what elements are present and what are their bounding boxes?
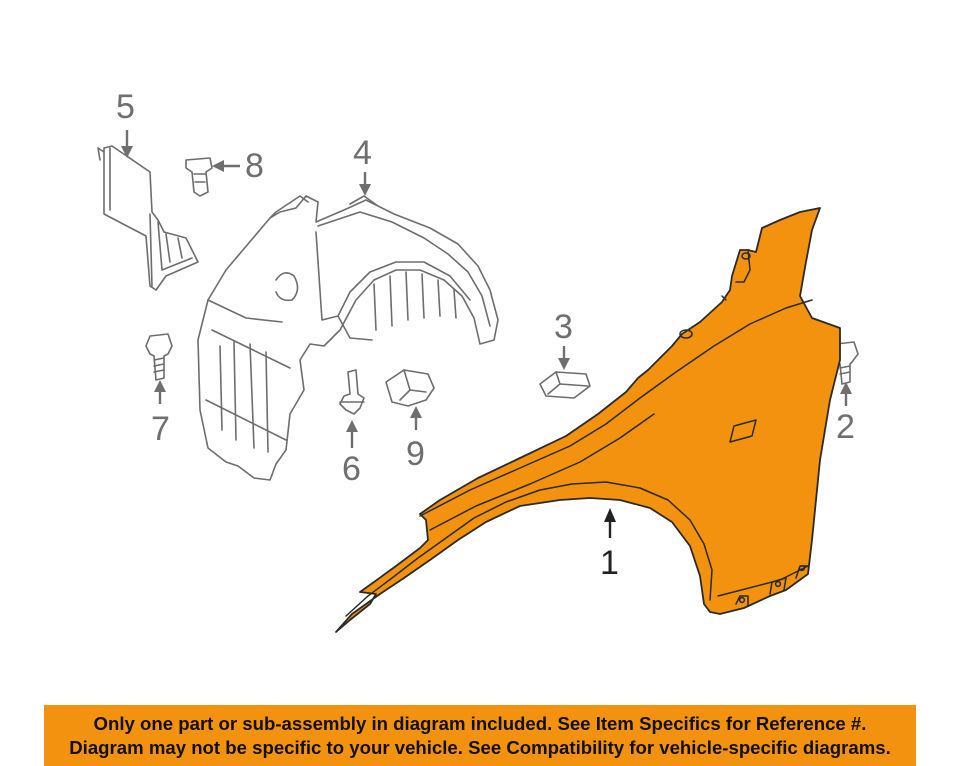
callout-1: 1 bbox=[600, 544, 619, 582]
callout-9: 9 bbox=[406, 435, 425, 473]
callout-5: 5 bbox=[116, 88, 135, 126]
part-1-fender bbox=[335, 207, 841, 633]
part-6-push-rivet bbox=[339, 369, 365, 415]
callout-6: 6 bbox=[342, 450, 361, 488]
callout-7: 7 bbox=[151, 410, 170, 448]
part-8-clip bbox=[185, 157, 213, 197]
fender-panel bbox=[335, 207, 841, 633]
disclaimer-line-1: Only one part or sub-assembly in diagram… bbox=[93, 712, 867, 734]
part-3-nut bbox=[539, 371, 591, 399]
part-5-splash-shield bbox=[97, 145, 199, 291]
callout-arrows bbox=[121, 130, 852, 538]
callout-3: 3 bbox=[554, 308, 573, 346]
part-4-fender-liner bbox=[197, 195, 499, 481]
disclaimer-line-2: Diagram may not be specific to your vehi… bbox=[69, 736, 891, 758]
part-9-clip-nut bbox=[385, 369, 435, 407]
part-7-bolt bbox=[145, 333, 173, 381]
callout-8: 8 bbox=[245, 147, 264, 185]
callout-4: 4 bbox=[353, 134, 372, 172]
callout-2: 2 bbox=[836, 408, 855, 446]
disclaimer-banner: Only one part or sub-assembly in diagram… bbox=[44, 705, 916, 766]
